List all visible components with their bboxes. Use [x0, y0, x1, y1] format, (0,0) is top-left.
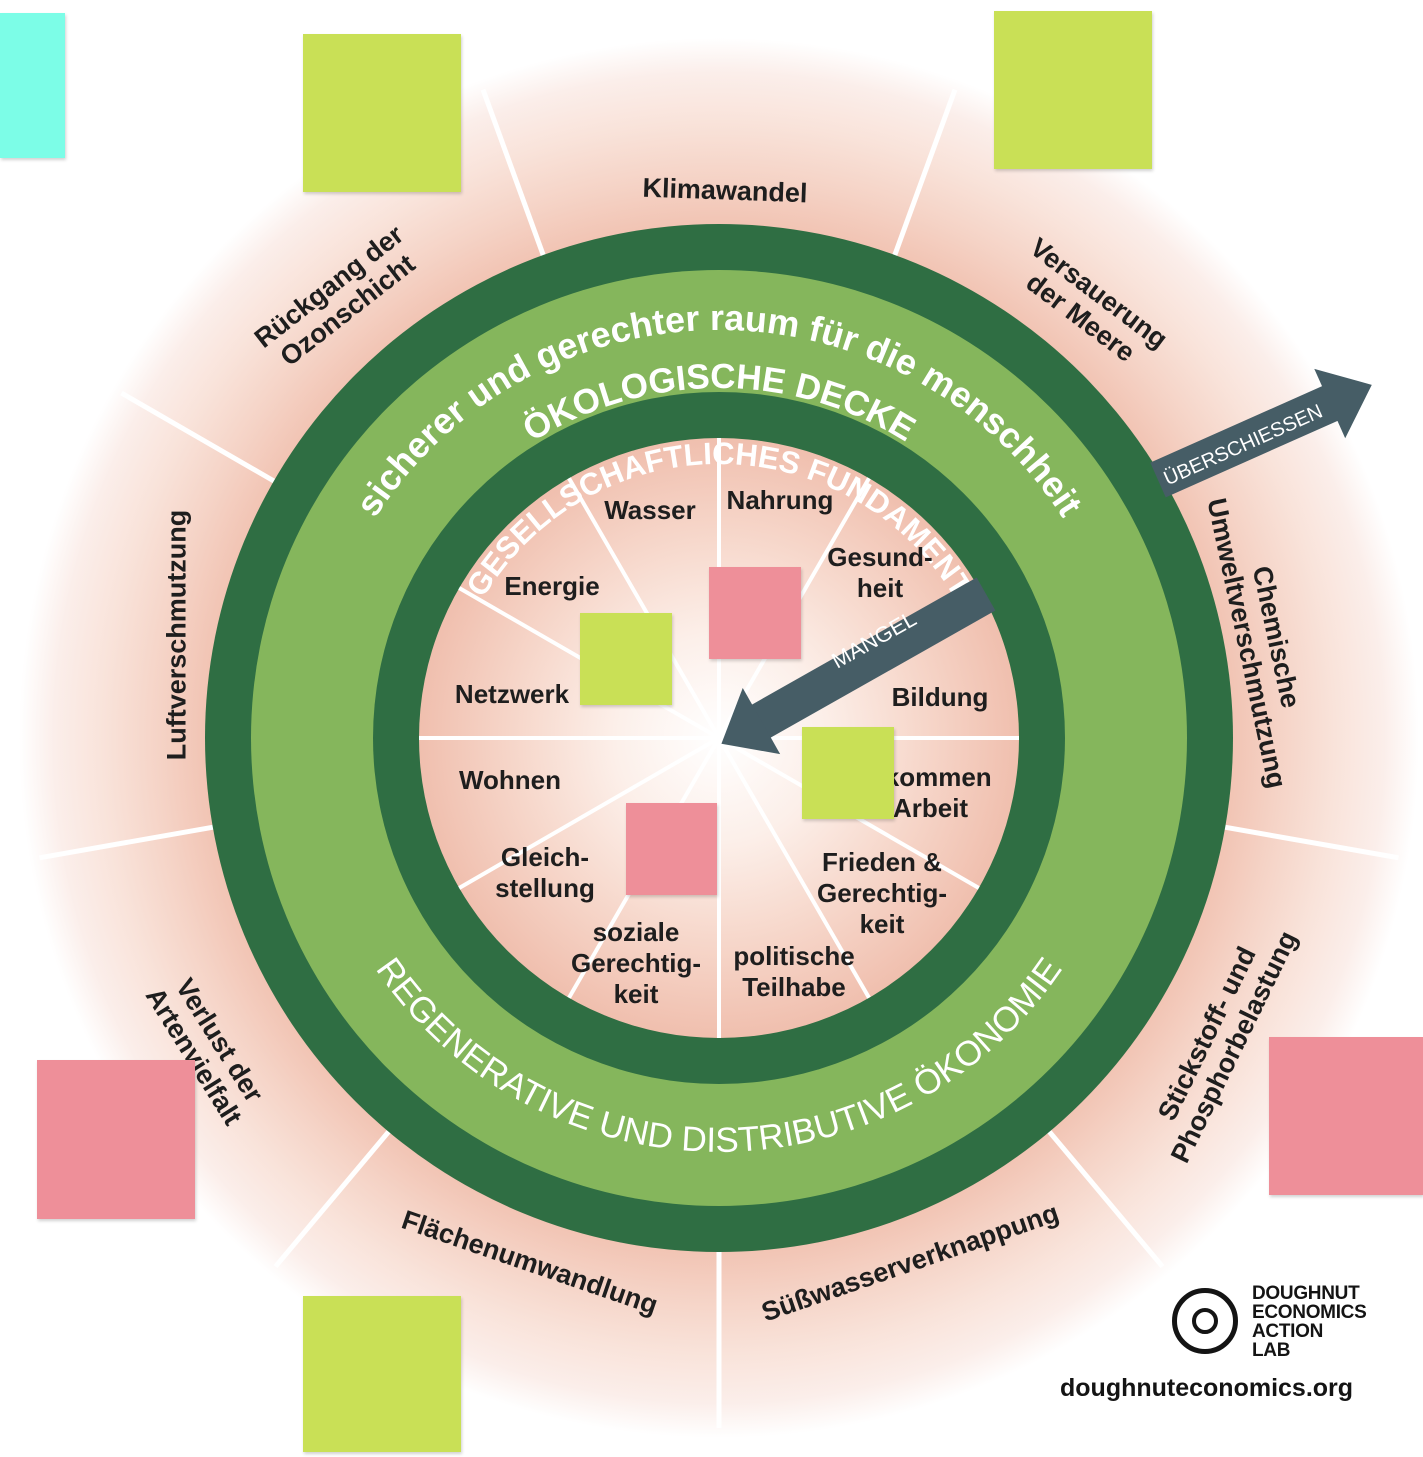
foundation-label-netzwerk: Netzwerk	[455, 679, 570, 709]
ceiling-divider	[1210, 822, 1399, 861]
foundation-label-gleichstellung: Gleich-stellung	[495, 842, 595, 903]
foundation-divider	[717, 736, 871, 999]
ceiling-divider	[1038, 1119, 1165, 1269]
foundation-label-frieden: Frieden &Gerechtig-keit	[817, 847, 947, 939]
logo-inner-ring-icon	[1192, 1308, 1218, 1334]
logo-line: ACTION	[1252, 1321, 1324, 1342]
foundation-divider	[458, 736, 721, 890]
sticky-note-lime	[580, 613, 672, 705]
foundation-label-wohnen: Wohnen	[459, 765, 561, 795]
foundation-label-nahrung: Nahrung	[727, 485, 834, 515]
ceiling-divider	[120, 390, 288, 491]
foundation-label-gesundheit: Gesund-heit	[827, 542, 932, 603]
logo-text: DOUGHNUT ECONOMICS ACTION LAB	[1252, 1283, 1367, 1361]
foundation-label-energie: Energie	[504, 571, 599, 601]
sticky-note-pink	[37, 1060, 195, 1219]
logo-line: DOUGHNUT	[1252, 1283, 1360, 1304]
foundation-divider	[567, 477, 721, 740]
ceiling-divider	[39, 822, 228, 861]
sticky-note-lime	[802, 727, 894, 819]
ceiling-divider	[480, 88, 551, 270]
doughnut-economics-logo: DOUGHNUT ECONOMICS ACTION LAB	[1168, 1284, 1408, 1364]
ceiling-label-luft: Luftverschmutzung	[161, 510, 191, 761]
sticky-note-lime	[303, 1296, 461, 1452]
foundation-label-wasser: Wasser	[604, 495, 696, 525]
website-link[interactable]: doughnuteconomics.org	[1060, 1374, 1354, 1402]
sticky-note-pink	[1269, 1037, 1423, 1195]
sticky-note-lime	[994, 11, 1152, 169]
logo-line: LAB	[1252, 1340, 1291, 1361]
ceiling-label-klimawandel: Klimawandel	[642, 173, 808, 209]
logo-ring-icon	[1172, 1288, 1238, 1354]
sticky-note-pink	[709, 567, 801, 659]
sticky-note-lime	[303, 34, 461, 192]
logo-line: ECONOMICS	[1252, 1302, 1367, 1323]
ceiling-divider	[273, 1119, 400, 1269]
sticky-note-pink	[626, 803, 717, 895]
foundation-label-bildung: Bildung	[892, 682, 989, 712]
ceiling-divider	[887, 88, 958, 270]
sticky-note-cyan	[0, 13, 65, 158]
